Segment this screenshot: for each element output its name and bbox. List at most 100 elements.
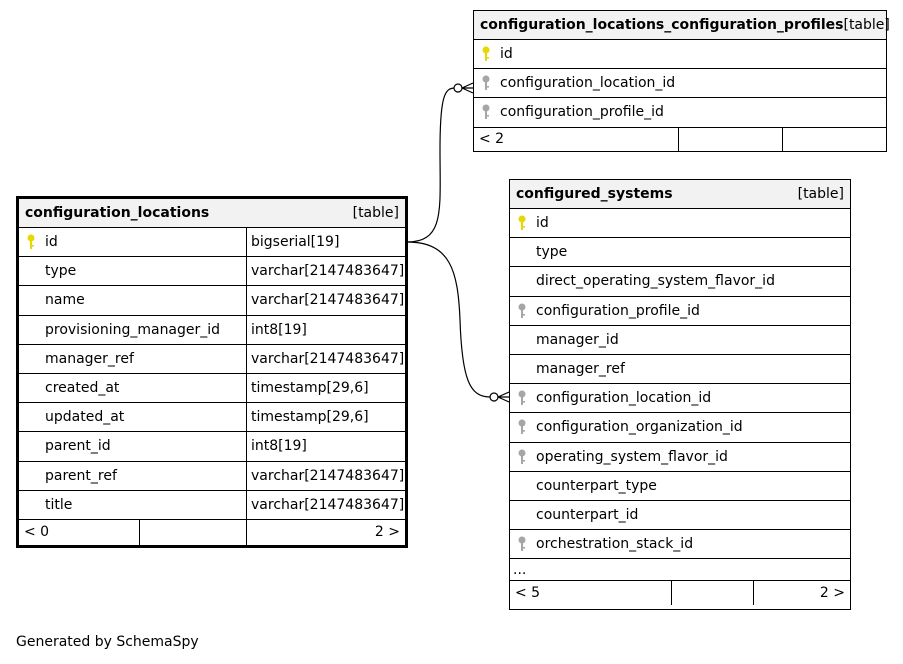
table-configured-systems[interactable]: configured_systems [table] id type direct_… [509, 179, 851, 610]
foreign-key-icon [482, 75, 490, 91]
key-cell [510, 472, 536, 500]
column-row[interactable]: manager_ref [510, 355, 850, 385]
footer-left: < 2 [479, 131, 505, 148]
column-name: configuration_profile_id [500, 104, 664, 121]
column-name: updated_at [45, 409, 125, 426]
table-configuration-locations-configuration-profiles[interactable]: configuration_locations_configuration_pr… [473, 10, 890, 152]
footer-middle [671, 581, 753, 606]
footer-right [782, 127, 886, 151]
column-row[interactable]: counterpart_id [510, 501, 850, 531]
column-row[interactable]: orchestration_stack_id [510, 530, 850, 560]
footer-right: 2 > [753, 581, 850, 606]
column-row[interactable]: parent_id int8[19] [19, 432, 405, 462]
column-name: type [45, 263, 77, 280]
generated-by-note: Generated by SchemaSpy [16, 634, 199, 650]
link-ccp-optional-circle [453, 83, 463, 93]
column-name: manager_id [536, 331, 619, 348]
table-kind: [table] [843, 17, 890, 33]
column-row[interactable]: id [510, 209, 850, 239]
column-name: parent_id [45, 438, 111, 455]
foreign-key-icon [518, 303, 526, 319]
column-name: direct_operating_system_flavor_id [536, 273, 775, 290]
table-header: configuration_locations_configuration_pr… [474, 11, 890, 40]
link-locations-to-ccp [406, 87, 456, 243]
column-row[interactable]: configuration_profile_id [474, 98, 886, 128]
key-cell [19, 462, 45, 490]
column-name: orchestration_stack_id [536, 536, 694, 553]
column-name: type [536, 244, 568, 261]
column-type: varchar[2147483647] [246, 286, 405, 315]
column-type: timestamp[29,6] [246, 403, 405, 432]
column-name: manager_ref [45, 350, 134, 367]
column-type: varchar[2147483647] [246, 461, 405, 490]
footer-middle [139, 519, 246, 545]
column-type: bigserial[19] [246, 228, 405, 257]
column-row[interactable]: direct_operating_system_flavor_id [510, 267, 850, 297]
column-type: varchar[2147483647] [246, 344, 405, 373]
foreign-key-icon [518, 390, 526, 406]
column-row[interactable]: manager_id [510, 326, 850, 355]
key-cell [510, 443, 536, 471]
table-name: configured_systems [516, 186, 673, 202]
key-cell [510, 530, 536, 558]
column-row[interactable]: manager_ref varchar[2147483647] [19, 344, 405, 374]
column-row[interactable]: type [510, 238, 850, 268]
column-name: title [45, 496, 73, 513]
column-row[interactable]: title varchar[2147483647] [19, 490, 405, 520]
key-cell [510, 209, 536, 237]
more-columns-indicator: ... [510, 559, 850, 582]
column-name: operating_system_flavor_id [536, 448, 728, 465]
foreign-key-icon [482, 104, 490, 120]
key-cell [510, 238, 536, 266]
column-type: int8[19] [246, 432, 405, 461]
key-cell [510, 267, 536, 295]
column-row[interactable]: updated_at timestamp[29,6] [19, 403, 405, 433]
column-name: parent_ref [45, 467, 117, 484]
column-row[interactable]: configuration_location_id [510, 384, 850, 414]
column-row[interactable]: counterpart_type [510, 472, 850, 501]
key-cell [19, 257, 45, 285]
column-name: name [45, 292, 85, 309]
key-cell [19, 286, 45, 314]
table-kind: [table] [797, 186, 844, 202]
footer-right: 2 > [246, 519, 405, 545]
footer-left: < 5 [515, 585, 541, 602]
footer-left: < 0 [24, 524, 50, 541]
table-footer: < 0 2 > [19, 519, 405, 545]
key-cell [19, 491, 45, 519]
column-row[interactable]: operating_system_flavor_id [510, 443, 850, 472]
primary-key-icon [27, 234, 35, 250]
key-cell [510, 326, 536, 354]
column-name: configuration_location_id [500, 75, 676, 92]
column-name: id [45, 234, 58, 251]
primary-key-icon [518, 215, 526, 231]
column-name: id [500, 46, 513, 63]
key-cell [19, 345, 45, 373]
column-type: varchar[2147483647] [246, 490, 405, 519]
key-cell [510, 355, 536, 383]
column-name: configuration_profile_id [536, 302, 700, 319]
foreign-key-icon [518, 419, 526, 435]
column-row[interactable]: name varchar[2147483647] [19, 286, 405, 316]
key-cell [19, 432, 45, 460]
column-row[interactable]: id bigserial[19] [19, 228, 405, 258]
column-row[interactable]: configuration_organization_id [510, 413, 850, 443]
table-name: configuration_locations_configuration_pr… [480, 17, 844, 33]
column-row[interactable]: id [474, 40, 886, 70]
key-cell [510, 384, 536, 412]
column-row[interactable]: type varchar[2147483647] [19, 257, 405, 287]
column-name: id [536, 215, 549, 232]
column-row[interactable]: configuration_profile_id [510, 297, 850, 326]
link-systems-optional-circle [489, 392, 499, 402]
key-cell [474, 98, 500, 126]
key-cell [19, 403, 45, 431]
key-cell [510, 501, 536, 529]
column-row[interactable]: configuration_location_id [474, 69, 886, 99]
column-type: varchar[2147483647] [246, 257, 405, 286]
column-row[interactable]: parent_ref varchar[2147483647] [19, 461, 405, 491]
link-locations-to-systems [406, 241, 491, 398]
